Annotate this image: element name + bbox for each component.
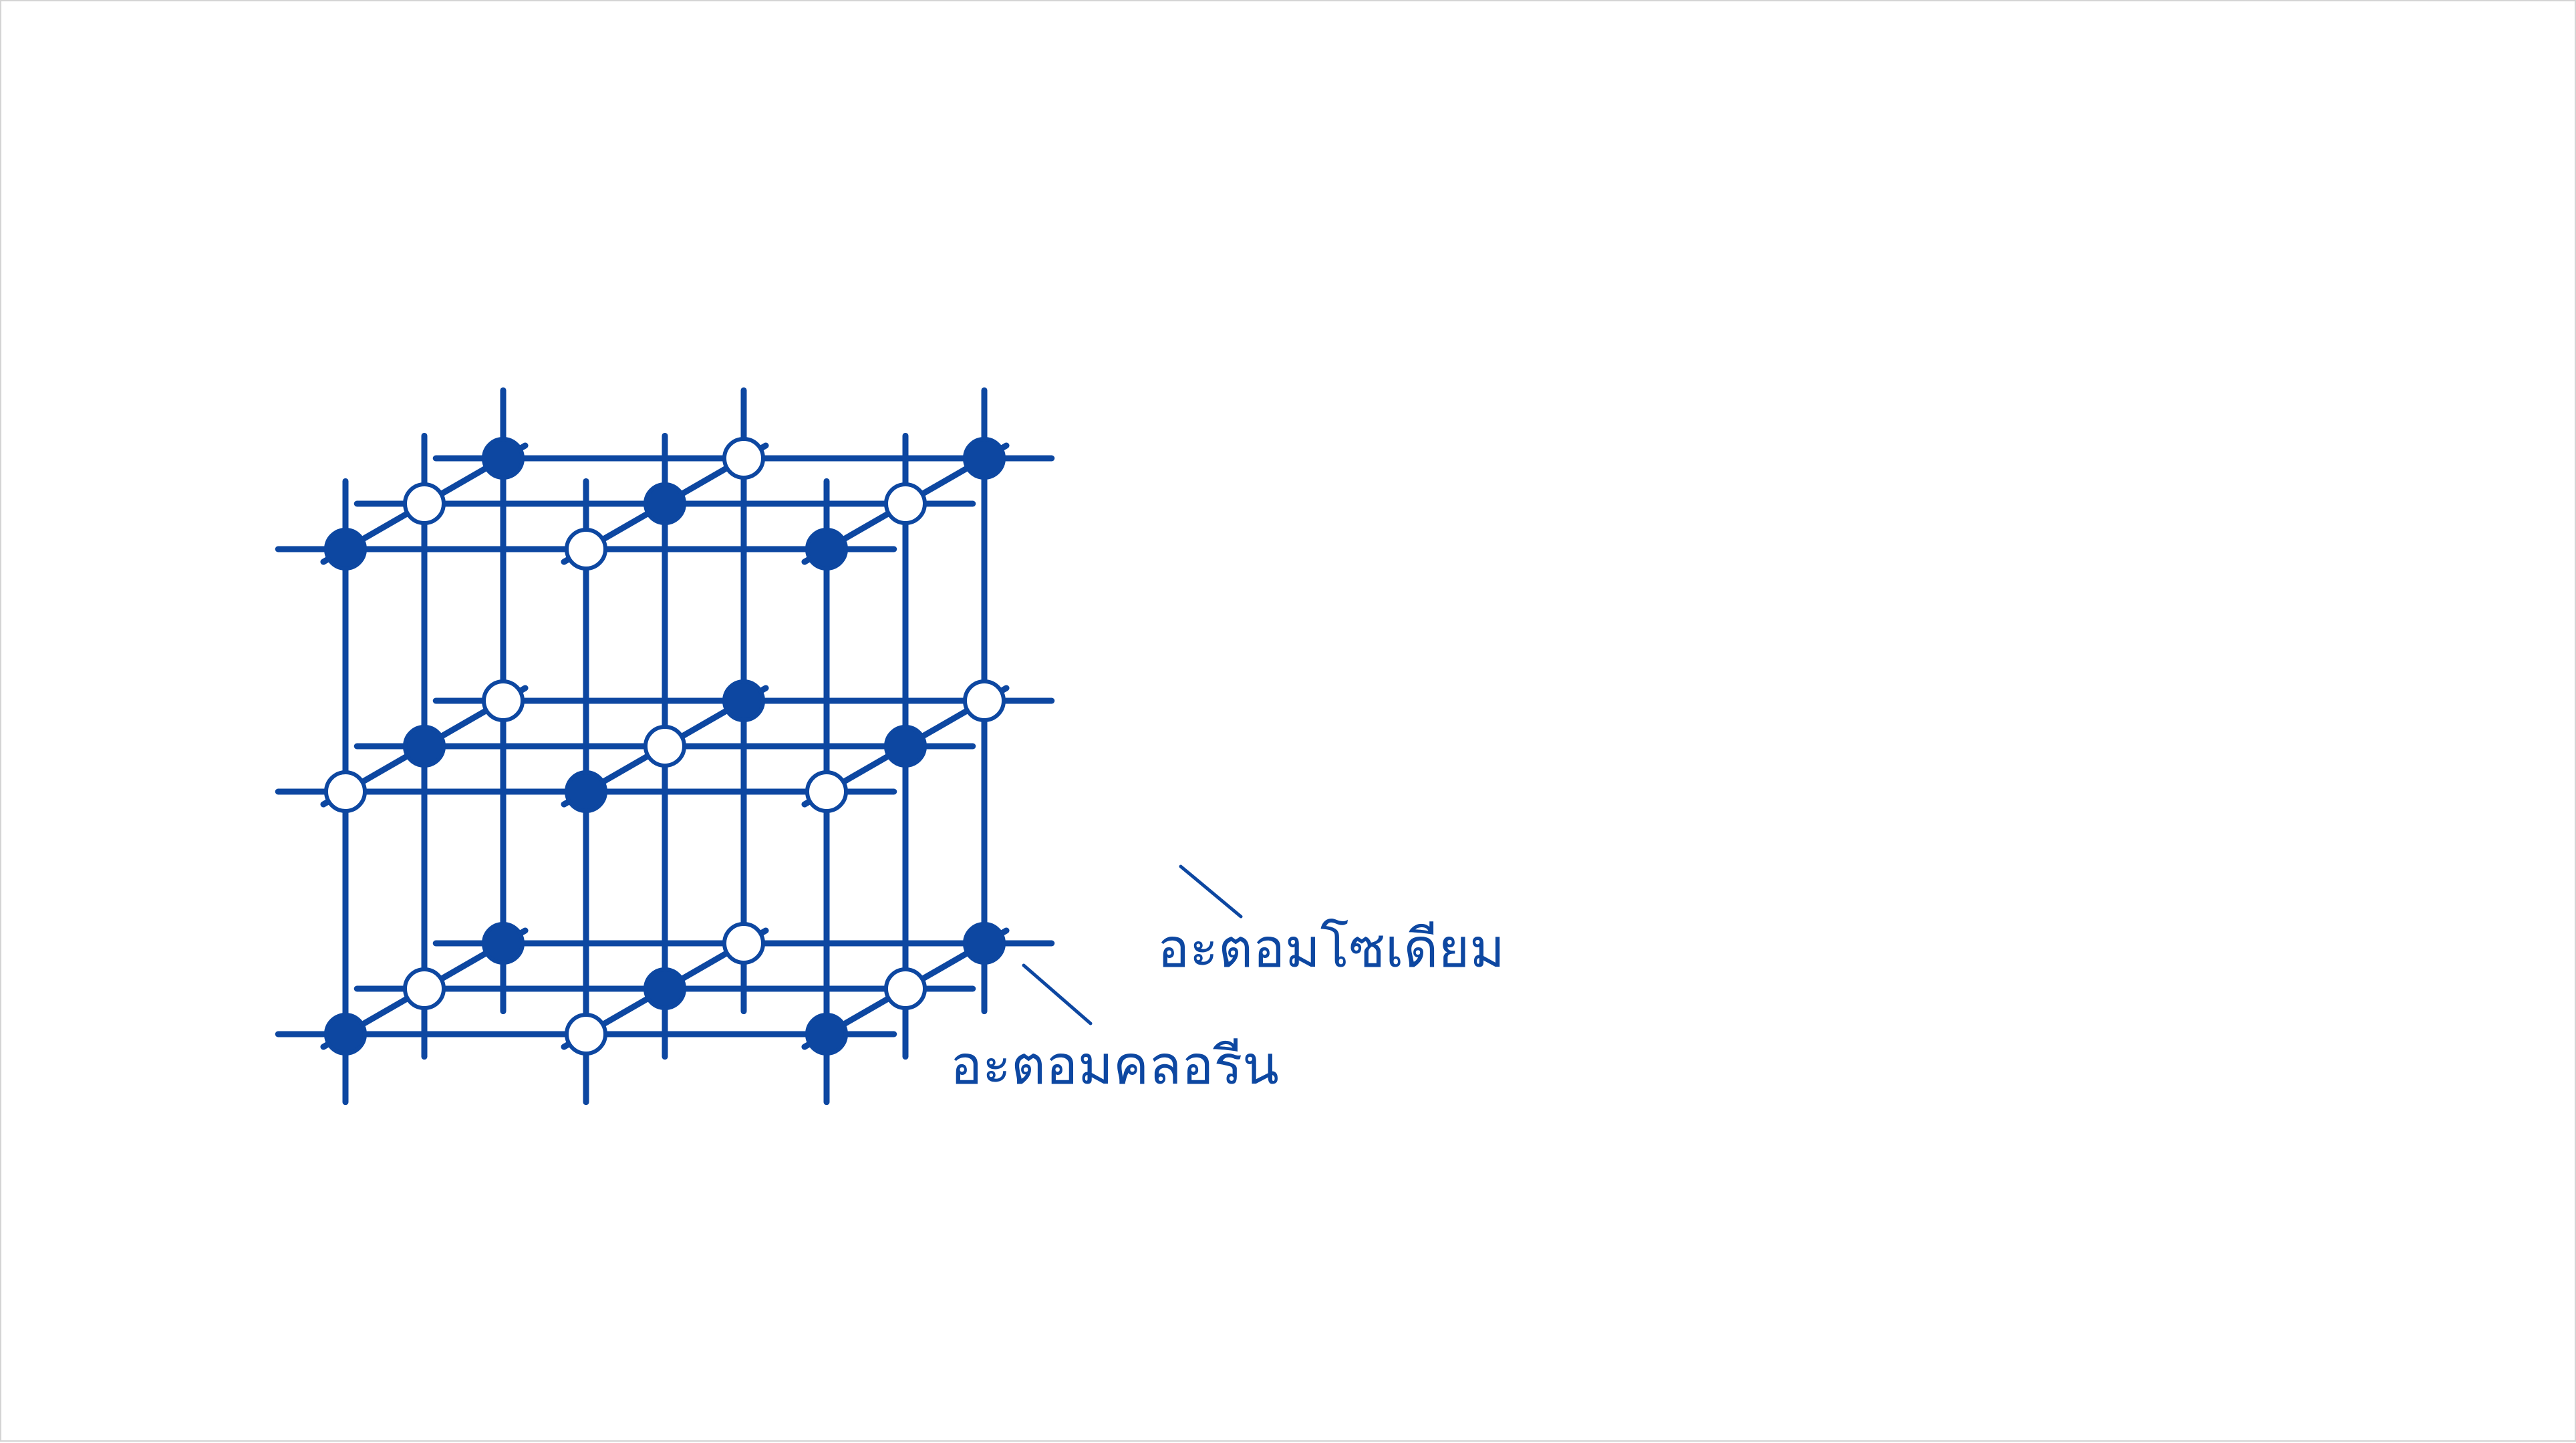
chlorine-callout-line: [1022, 963, 1093, 1025]
atoms: [324, 437, 1006, 1056]
chlorine-atom: [805, 770, 848, 813]
chlorine-atom: [963, 679, 1006, 722]
sodium-atom: [403, 725, 446, 768]
sodium-atom: [722, 679, 765, 722]
sodium-atom: [324, 528, 367, 571]
chlorine-atom: [403, 967, 446, 1010]
sodium-atom: [805, 528, 848, 571]
sodium-atom: [884, 725, 927, 768]
callout-lines: [1022, 864, 1243, 1025]
chlorine-atom: [722, 437, 765, 480]
sodium-atom: [643, 482, 686, 525]
chlorine-atom: [403, 482, 446, 525]
chlorine-atom: [722, 922, 765, 965]
sodium-atom: [482, 437, 525, 480]
chlorine-atom: [324, 770, 367, 813]
sodium-atom: [963, 437, 1006, 480]
chlorine-atom-label: อะตอมคลอรีน: [950, 1034, 1279, 1096]
chlorine-atom: [565, 528, 607, 571]
chlorine-atom: [643, 725, 686, 768]
sodium-callout-line: [1179, 864, 1243, 919]
sodium-atom-label: อะตอมโซเดียม: [1157, 917, 1505, 979]
sodium-atom: [482, 922, 525, 965]
chlorine-atom: [884, 482, 927, 525]
sodium-atom: [963, 922, 1006, 965]
sodium-atom: [324, 1013, 367, 1056]
chlorine-atom: [565, 1013, 607, 1056]
sodium-atom: [643, 967, 686, 1010]
chlorine-atom: [482, 679, 525, 722]
sodium-atom: [805, 1013, 848, 1056]
chlorine-atom: [884, 967, 927, 1010]
sodium-atom: [565, 770, 607, 813]
